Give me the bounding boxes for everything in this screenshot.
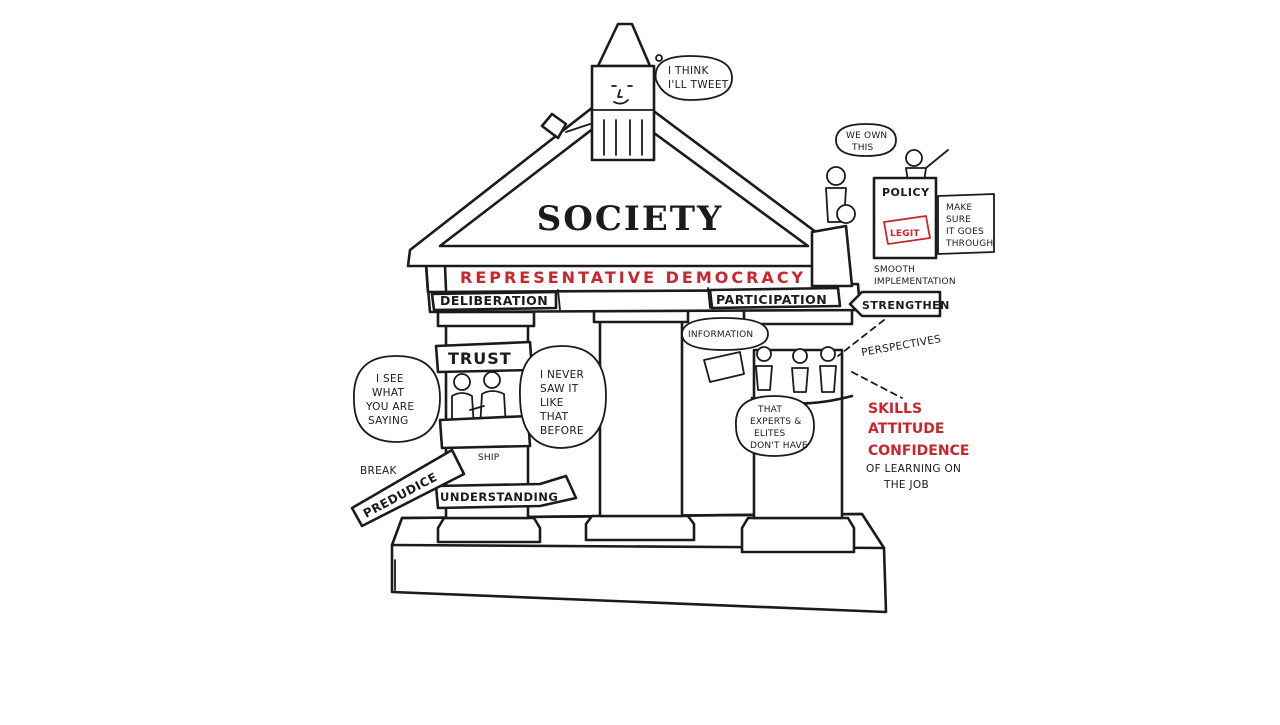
information-label: INFORMATION <box>688 330 753 340</box>
we-own-line2: THIS <box>851 143 874 153</box>
participation-plate <box>708 286 842 310</box>
tower-speech-bubble: I THINK I'LL TWEET <box>654 54 733 101</box>
tower-speech-line1: I THINK <box>668 65 709 77</box>
center-column <box>584 308 696 542</box>
skills-red-3: CONFIDENCE <box>868 443 969 459</box>
experts-line4: DON'T HAVE <box>750 441 808 451</box>
ship-label: SHIP <box>478 453 500 463</box>
learning-line2: THE JOB <box>883 479 929 491</box>
policy-label: POLICY <box>882 186 930 199</box>
tower-speech-line2: I'LL TWEET <box>668 79 729 91</box>
speech-i-see-4: SAYING <box>368 415 409 427</box>
left-pillar-scene: TRUST SHIP I SEE WHAT YOU ARE SAYING I N… <box>350 340 607 528</box>
make-sure-2: SURE <box>946 215 971 225</box>
beam-participation: PARTICIPATION <box>716 292 827 307</box>
experts-line3: ELITES <box>754 429 786 439</box>
speech-never-5: BEFORE <box>540 425 584 437</box>
perspectives-label: PERSPECTIVES <box>860 333 942 359</box>
strengthen-label: STRENGTHEN <box>862 299 950 312</box>
legit-stamp: LEGIT <box>890 229 920 239</box>
speech-never-4: THAT <box>539 411 569 423</box>
make-sure-4: THROUGH <box>945 239 993 249</box>
deliberation-plate <box>430 290 558 312</box>
speech-i-see-1: I SEE <box>376 373 404 385</box>
banner-representative-democracy: REPRESENTATIVE DEMOCRACY <box>460 268 806 287</box>
understanding-label: UNDERSTANDING <box>440 490 558 504</box>
speech-never-1: I NEVER <box>540 369 584 381</box>
we-own-line1: WE OWN <box>846 131 887 141</box>
skills-dash <box>851 371 903 399</box>
strengthen-arrow <box>848 290 942 318</box>
pediment-title: SOCIETY <box>537 199 724 239</box>
speech-never-2: SAW IT <box>540 383 579 395</box>
smooth-line2: IMPLEMENTATION <box>874 277 956 287</box>
trust-label: TRUST <box>448 349 512 368</box>
clock-tower <box>540 22 656 162</box>
policy-scene: WE OWN THIS POLICY LEGIT MAKE SURE IT GO… <box>810 123 995 288</box>
make-sure-1: MAKE <box>946 203 972 213</box>
smooth-line1: SMOOTH <box>874 265 915 275</box>
speech-i-see-2: WHAT <box>372 387 405 399</box>
beam-deliberation: DELIBERATION <box>440 293 548 308</box>
skills-red-1: SKILLS <box>868 401 922 417</box>
speech-never-3: LIKE <box>540 397 564 409</box>
perspectives-dash <box>837 319 885 357</box>
experts-line1: THAT <box>757 405 782 415</box>
break-label: BREAK <box>360 465 398 477</box>
make-sure-3: IT GOES <box>946 227 984 237</box>
skills-red-2: ATTITUDE <box>868 421 944 437</box>
right-pillar-scene: INFORMATION THAT EXPERTS & ELITES DON'T … <box>681 317 854 457</box>
experts-line2: EXPERTS & <box>750 417 801 427</box>
learning-line1: OF LEARNING ON <box>866 463 961 475</box>
speech-i-see-3: YOU ARE <box>365 401 414 413</box>
